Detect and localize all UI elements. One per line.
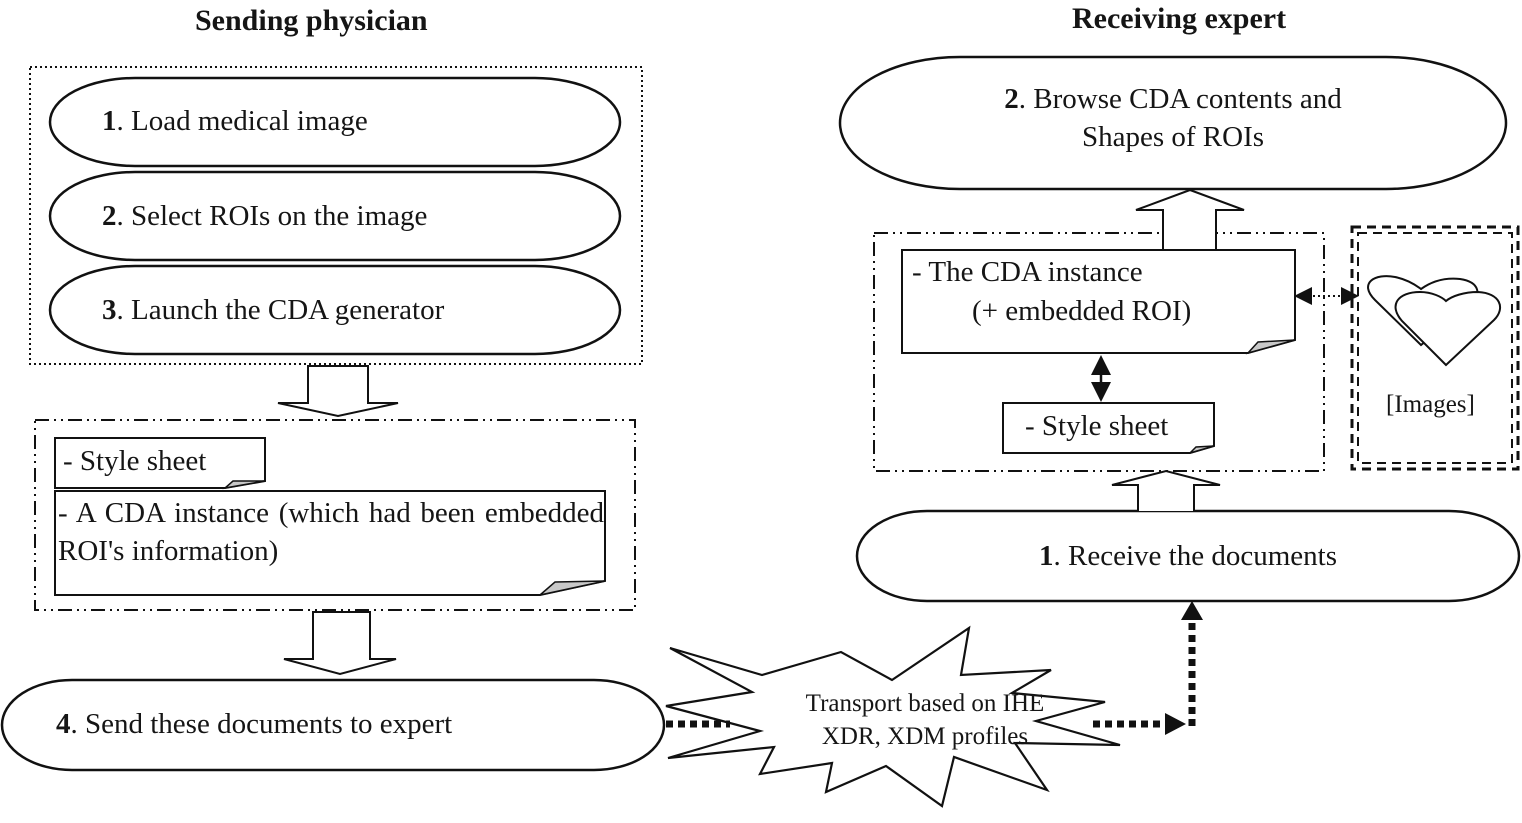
arrowhead-left-icon [1294, 287, 1312, 305]
step-text: . Select ROIs on the image [116, 200, 428, 232]
step-2-select-shape[interactable] [48, 170, 622, 262]
transport-starburst [665, 625, 1121, 808]
up-arrow-to-documents [1111, 469, 1221, 511]
step-text: . Load medical image [116, 105, 368, 137]
step-text: . Send these documents to expert [70, 708, 453, 740]
receiver-step-1-label: 1. Receive the documents [857, 537, 1519, 575]
arrowhead-up-icon [1091, 355, 1111, 375]
step-4-label: 4. Send these documents to expert [56, 705, 452, 743]
sender-documents-group [34, 419, 636, 611]
arrowhead-right-icon [1165, 713, 1186, 735]
heart-image-icon [1394, 290, 1502, 367]
sender-steps-group [29, 66, 643, 365]
step-number: 3 [102, 294, 117, 326]
page-fold-icon [1189, 445, 1215, 454]
step-number: 2 [102, 200, 117, 232]
step-3-launch-shape[interactable] [48, 264, 622, 356]
step-1-label: 1. Load medical image [102, 102, 368, 140]
step-number: 2 [1004, 83, 1019, 115]
receiver-step-2-label-line-2: Shapes of ROIs [1081, 121, 1265, 153]
arrowhead-down-icon [1091, 382, 1111, 402]
step-4-send-shape[interactable] [0, 678, 666, 772]
sender-cda-instance-label: - A CDA instance (which had been embedde… [58, 497, 604, 567]
step-number: 1 [1039, 540, 1054, 572]
sender-header: Sending physician [195, 4, 428, 37]
arrowhead-right-icon [1341, 287, 1359, 305]
page-fold-icon [539, 580, 606, 596]
images-label: [Images] [1386, 391, 1475, 418]
receiver-cda-label-line-1: - The CDA instance [912, 256, 1143, 288]
arrowhead-up-icon [1181, 601, 1203, 620]
images-group [1350, 225, 1520, 471]
transport-label-line-1: Transport based on IHE [805, 690, 1045, 717]
step-number: 4 [56, 708, 71, 740]
step-3-label: 3. Launch the CDA generator [102, 291, 444, 329]
page-fold-icon [1245, 339, 1296, 355]
page-fold-icon [222, 480, 266, 490]
sender-style-sheet-label: - Style sheet [63, 445, 207, 477]
step-1-load-shape[interactable] [48, 76, 622, 168]
step-number: 1 [102, 105, 117, 137]
step-text: . Receive the documents [1053, 540, 1337, 572]
receiver-step-2-shape[interactable] [838, 55, 1508, 191]
images-group-inner-border [1357, 232, 1513, 464]
up-arrow-to-browse [1135, 188, 1245, 250]
step-text: . Launch the CDA generator [116, 294, 445, 326]
receiver-step-2-label-line-1: 2. Browse CDA contents and [840, 80, 1506, 118]
down-arrow-to-documents [277, 365, 399, 418]
receiver-header: Receiving expert [1072, 2, 1287, 35]
step-2-label: 2. Select ROIs on the image [102, 197, 427, 235]
transport-label-line-2: XDR, XDM profiles [821, 723, 1029, 750]
step-text: . Browse CDA contents and [1018, 83, 1342, 115]
down-arrow-to-send [283, 611, 397, 676]
receiver-documents-group [873, 232, 1325, 472]
receiver-style-sheet-label: - Style sheet [1025, 410, 1169, 442]
receiver-cda-label-line-2: (+ embedded ROI) [972, 295, 1192, 327]
